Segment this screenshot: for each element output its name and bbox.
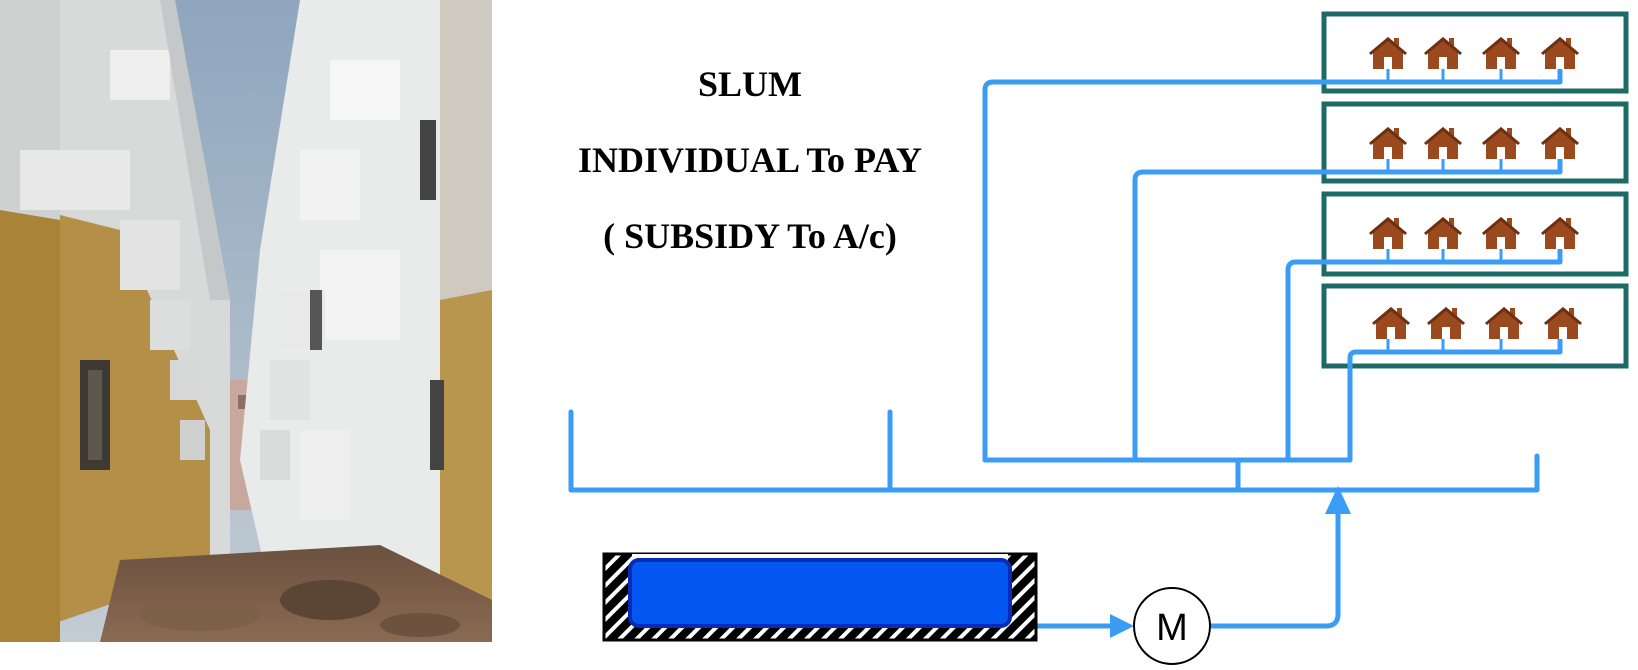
house-icon xyxy=(1541,127,1579,159)
house-icon xyxy=(1544,307,1582,339)
house-icon xyxy=(1424,37,1462,69)
branch-pipe-block-4 xyxy=(1347,337,1563,463)
motor-pump-icon: M xyxy=(1133,587,1211,665)
housing-block-3 xyxy=(1321,191,1629,277)
pipe-network xyxy=(568,67,1563,629)
house-icon xyxy=(1482,37,1520,69)
house-icon xyxy=(1369,127,1407,159)
house-icon xyxy=(1424,127,1462,159)
arrow-up-icon xyxy=(1325,486,1351,514)
diagram-heading: SLUM INDIVIDUAL To PAY ( SUBSIDY To A/c) xyxy=(540,58,960,286)
housing-block-4 xyxy=(1321,283,1629,369)
house-icon xyxy=(1482,127,1520,159)
heading-line-individual-pay: INDIVIDUAL To PAY xyxy=(577,140,923,180)
house-icon xyxy=(1427,307,1465,339)
motor-pump-label: M xyxy=(1156,607,1188,649)
alley-photo-drawing xyxy=(0,0,492,642)
house-icon xyxy=(1485,307,1523,339)
house-icon xyxy=(1372,307,1410,339)
house-icon xyxy=(1541,37,1579,69)
branch-pipe-block-3 xyxy=(1285,247,1563,463)
pump-delivery-pipe xyxy=(1209,509,1341,629)
heading-line-slum: SLUM xyxy=(697,64,802,104)
branch-pipe-block-2 xyxy=(1132,157,1563,463)
housing-block-1 xyxy=(1321,11,1629,94)
alley-photo xyxy=(0,0,492,642)
heading-line-subsidy: ( SUBSIDY To A/c) xyxy=(603,216,897,256)
house-icon xyxy=(1541,217,1579,249)
water-tank-icon xyxy=(602,552,1038,642)
housing-block-2 xyxy=(1321,101,1629,184)
water-fill xyxy=(628,558,1012,628)
branch-pipe-block-1 xyxy=(982,67,1563,463)
house-icon xyxy=(1482,217,1520,249)
main-header-pipe xyxy=(568,409,1540,493)
housing-blocks xyxy=(1321,11,1629,369)
arrow-right-icon xyxy=(1110,614,1134,638)
house-icon xyxy=(1369,37,1407,69)
house-icon xyxy=(1369,217,1407,249)
house-icon xyxy=(1424,217,1462,249)
